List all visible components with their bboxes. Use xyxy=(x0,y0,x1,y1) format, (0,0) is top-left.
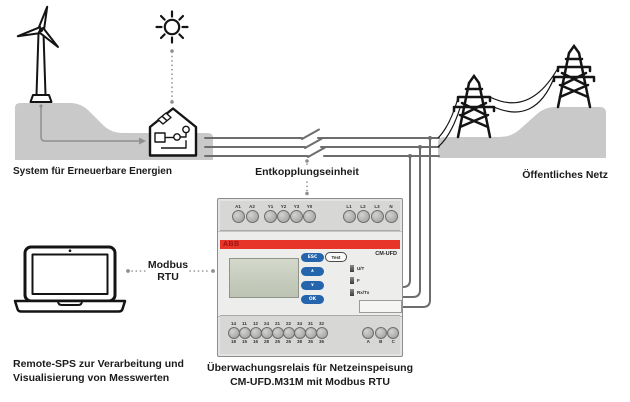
device-front-panel: ABB CM-UFD ESC Test ∧ ∨ OK U/T F Rx/Tx xyxy=(218,231,402,317)
turbine-house-connector xyxy=(39,104,146,145)
terminal: A2 xyxy=(245,204,259,223)
cm-ufd-relay-device: A1 A2 Y1 Y2 Y3 Y0 xyxy=(217,198,403,357)
terminal-screw-icon xyxy=(238,327,251,339)
decoupling-switch-icon xyxy=(301,128,326,158)
sun-house-connector xyxy=(170,49,174,104)
terminal-screw-icon xyxy=(282,327,295,339)
terminal-screw-icon xyxy=(271,327,284,339)
terminal: 24 28 xyxy=(260,321,273,345)
pylon-right-icon xyxy=(552,43,596,109)
modbus-label-line1: Modbus xyxy=(147,259,189,271)
terminal: Y1 xyxy=(264,204,277,223)
led-indicator-icon xyxy=(350,277,354,284)
terminal: L1 xyxy=(342,204,356,223)
modbus-terminals: A B C xyxy=(362,327,400,345)
terminal: B xyxy=(374,327,388,345)
terminal: 31 35 xyxy=(304,321,317,345)
terminal-screw-icon xyxy=(245,210,259,223)
led-row: U/T xyxy=(350,265,369,272)
terminal: Y0 xyxy=(303,204,316,223)
abb-brand-stripe: ABB xyxy=(220,240,400,249)
remote-sps-label-line2: Visualisierung von Messwerten xyxy=(13,371,170,384)
abb-logo: ABB xyxy=(223,241,240,248)
modbus-label: Modbus RTU xyxy=(144,259,192,283)
terminal-screw-icon xyxy=(249,327,262,339)
terminal-screw-icon xyxy=(356,210,370,223)
terminal-screw-icon xyxy=(303,210,316,223)
terminal: L2 xyxy=(356,204,370,223)
terminal: L3 xyxy=(370,204,384,223)
test-button: Test xyxy=(325,252,347,262)
terminal: 21 25 xyxy=(271,321,284,345)
terminal-screw-icon xyxy=(264,210,277,223)
terminal: 11 15 xyxy=(238,321,251,345)
terminal: N xyxy=(384,204,398,223)
terminal-screw-icon xyxy=(231,210,245,223)
modbus-connector xyxy=(126,269,215,273)
lcd-display xyxy=(229,258,299,298)
terminal-screw-icon xyxy=(290,210,303,223)
esc-button: ESC xyxy=(301,253,324,262)
terminal-screw-icon xyxy=(315,327,328,339)
device-caption-line2: CM-UFD.M31M mit Modbus RTU xyxy=(230,375,390,388)
control-terminals: Y1 Y2 Y3 Y0 xyxy=(264,204,316,223)
terminal-screw-icon xyxy=(374,327,387,339)
terminal: Y2 xyxy=(277,204,290,223)
public-grid-label: Öffentliches Netz xyxy=(522,169,608,181)
led-indicator-icon xyxy=(350,265,354,272)
terminal-screw-icon xyxy=(384,210,398,223)
terminal-screw-icon xyxy=(293,327,306,339)
device-top-terminal-strip: A1 A2 Y1 Y2 Y3 Y0 xyxy=(220,201,400,231)
terminal-screw-icon xyxy=(370,210,384,223)
pylon-left-icon xyxy=(452,73,496,139)
wind-turbine-icon xyxy=(16,5,59,103)
device-model-label: CM-UFD xyxy=(375,251,397,257)
right-hill xyxy=(438,107,606,158)
status-leds: U/T F Rx/Tx xyxy=(350,265,369,296)
led-row: Rx/Tx xyxy=(350,289,369,296)
device-bottom-terminal-strip: 14 18 11 15 12 16 24 28 21 xyxy=(220,315,400,354)
decoupling-label: Entkopplungseinheit xyxy=(255,166,359,178)
terminal: A xyxy=(362,327,375,345)
terminal: 22 26 xyxy=(282,321,295,345)
device-caption-line1: Überwachungsrelais für Netzeinspeisung xyxy=(207,362,413,374)
led-row: F xyxy=(350,277,369,284)
terminal-screw-icon xyxy=(362,327,375,339)
terminal: Y3 xyxy=(290,204,303,223)
remote-sps-label: Remote-SPS zur Verarbeitung und Visualis… xyxy=(13,358,213,385)
house-inverter-icon xyxy=(148,107,198,157)
terminal: 32 36 xyxy=(315,321,328,345)
terminal: 12 16 xyxy=(249,321,262,345)
terminal-screw-icon xyxy=(277,210,290,223)
terminal: 34 38 xyxy=(293,321,306,345)
led-indicator-icon xyxy=(350,289,354,296)
modbus-label-line2: RTU xyxy=(157,271,179,283)
terminal: A1 xyxy=(231,204,245,223)
terminal: C xyxy=(387,327,400,345)
device-caption: Überwachungsrelais für Netzeinspeisung C… xyxy=(205,362,415,389)
relay-output-terminals: 14 18 11 15 12 16 24 28 21 xyxy=(227,321,328,345)
decoupling-connector xyxy=(305,159,309,196)
terminal-screw-icon xyxy=(260,327,273,339)
sun-icon xyxy=(155,10,189,44)
measuring-terminals: L1 L2 L3 N xyxy=(342,204,398,223)
terminal-screw-icon xyxy=(342,210,356,223)
renewable-system-label: System für Erneuerbare Energien xyxy=(13,166,172,177)
ok-button: OK xyxy=(301,295,324,304)
up-button: ∧ xyxy=(301,267,324,276)
power-lines xyxy=(204,128,440,308)
grid-wires xyxy=(437,67,559,148)
laptop-icon xyxy=(13,245,127,313)
supply-terminals: A1 A2 xyxy=(231,204,259,223)
terminal: 14 18 xyxy=(227,321,240,345)
comm-port xyxy=(359,300,402,313)
remote-sps-label-line1: Remote-SPS zur Verarbeitung und xyxy=(13,358,184,370)
terminal-screw-icon xyxy=(304,327,317,339)
terminal-screw-icon xyxy=(227,327,240,339)
down-button: ∨ xyxy=(301,281,324,290)
terminal-screw-icon xyxy=(387,327,400,339)
